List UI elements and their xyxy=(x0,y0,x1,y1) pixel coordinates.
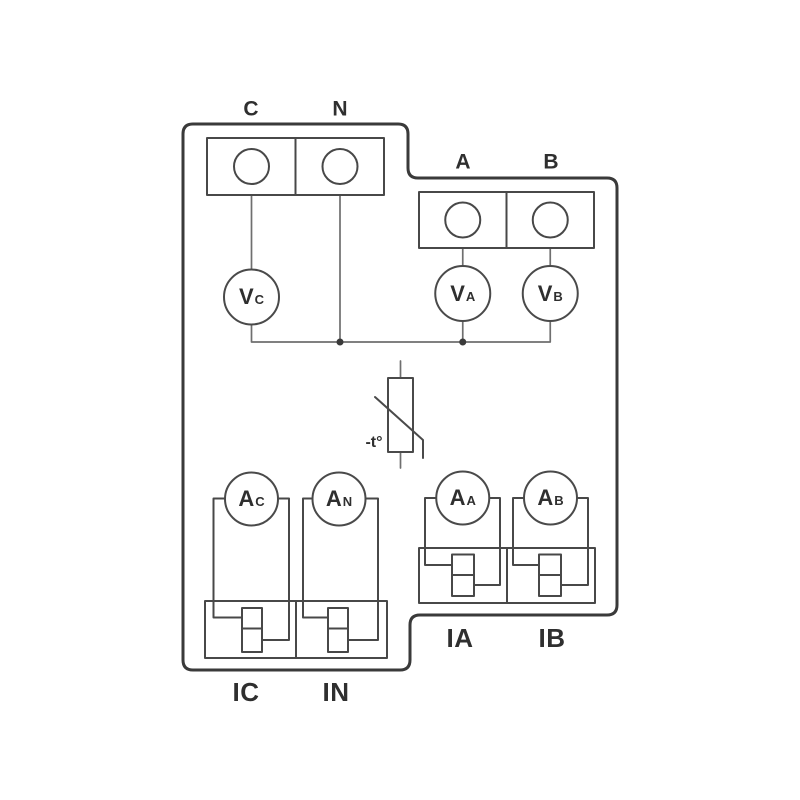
ct-terminal-ia-lower xyxy=(451,574,475,597)
ammeter-ab-main: A xyxy=(537,485,554,510)
terminal-label-a: A xyxy=(455,150,471,174)
ct-terminal-ic-upper xyxy=(241,607,263,630)
ct-terminal-in-upper xyxy=(327,607,349,630)
voltage-wires xyxy=(250,194,552,343)
voltmeter-vc-sub: C xyxy=(254,292,265,307)
ammeter-aa-sub: A xyxy=(466,493,476,508)
ct-terminal-in-lower xyxy=(327,627,349,653)
terminal-screw-b xyxy=(531,201,569,239)
terminal-label-b: B xyxy=(543,150,559,174)
ammeter-an-circle xyxy=(311,471,367,527)
meter-circles xyxy=(223,265,579,527)
ct-terminal-ib-lower xyxy=(538,574,562,597)
junction-dot-a xyxy=(459,338,467,346)
terminal-screw-c xyxy=(233,148,270,185)
ammeter-an-sub: N xyxy=(342,494,353,509)
voltmeter-vc-circle xyxy=(223,268,280,326)
ammeter-ac-sub: C xyxy=(255,494,265,509)
terminal-label-n: N xyxy=(332,97,348,121)
ammeter-aa-main: A xyxy=(449,485,466,510)
thermistor-symbol xyxy=(374,360,424,469)
voltmeter-va-circle xyxy=(434,265,492,322)
current-input-label-ic: IC xyxy=(232,677,260,707)
ammeter-ab-circle xyxy=(523,470,578,526)
voltmeter-vb-main: V xyxy=(537,280,553,306)
thermistor-body xyxy=(387,377,414,453)
voltmeter-vb-sub: B xyxy=(553,288,563,304)
terminal-label-c: C xyxy=(243,97,259,121)
voltage-bus xyxy=(250,320,552,343)
current-input-label-in: IN xyxy=(322,677,350,707)
ammeter-an-main: A xyxy=(325,486,342,511)
current-input-label-ia: IA xyxy=(446,623,474,653)
ct-terminal-ib-upper xyxy=(538,553,562,576)
voltmeter-va-sub: A xyxy=(465,288,476,304)
junction-dot-n xyxy=(336,338,344,346)
thermistor-label: -t° xyxy=(365,434,383,451)
ct-terminal-ic-lower xyxy=(241,627,263,653)
thermistor-diagonal xyxy=(374,396,424,459)
ammeter-aa-circle xyxy=(435,470,491,526)
ammeter-ac-circle xyxy=(224,471,279,527)
voltmeter-vb-circle xyxy=(521,265,579,322)
voltmeter-vc-main: V xyxy=(238,284,254,309)
ammeter-ac-main: A xyxy=(238,486,255,511)
device-outline xyxy=(181,122,619,672)
terminal-screw-a xyxy=(444,201,482,239)
ct-terminal-ia-upper xyxy=(451,553,475,576)
voltage-terminal-blocks xyxy=(206,137,595,249)
terminal-screw-n xyxy=(321,148,359,185)
ammeter-ab-sub: B xyxy=(554,493,564,508)
voltmeter-va-main: V xyxy=(450,280,465,306)
current-input-label-ib: IB xyxy=(538,623,566,653)
current-terminal-blocks xyxy=(204,547,596,659)
